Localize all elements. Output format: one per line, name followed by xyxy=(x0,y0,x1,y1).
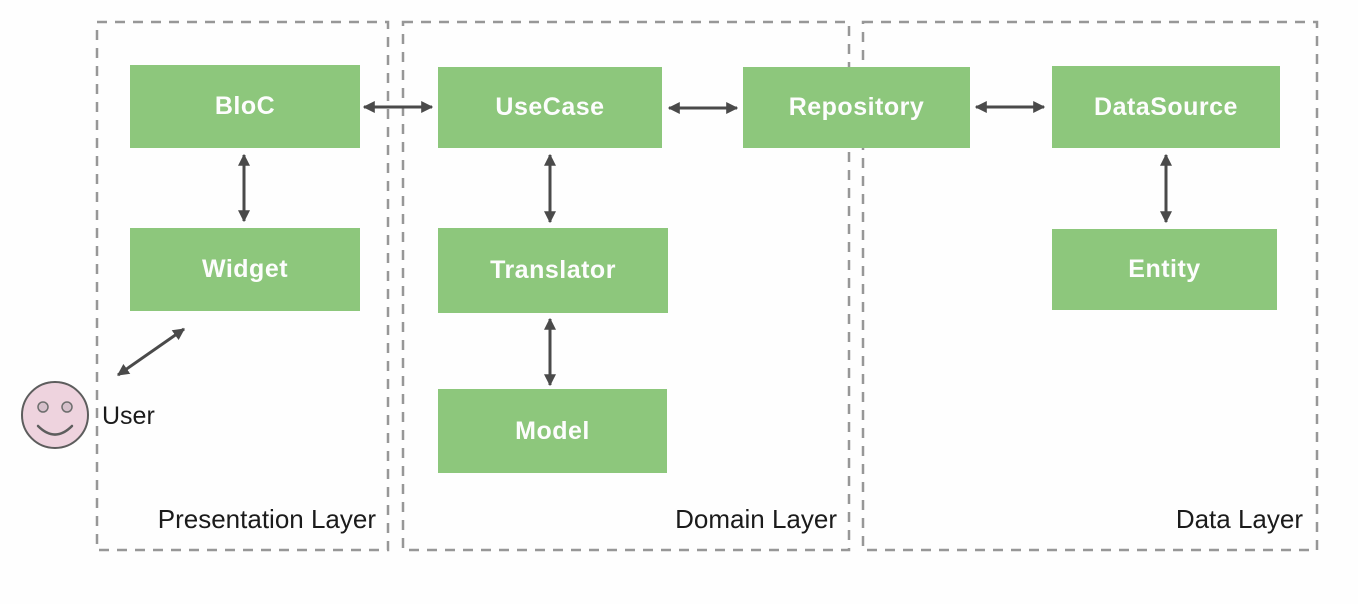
domain-layer-border xyxy=(401,20,851,552)
user-face-left-eye xyxy=(37,401,49,413)
node-translator: Translator xyxy=(438,228,668,313)
node-widget: Widget xyxy=(130,228,360,311)
node-bloc: BloC xyxy=(130,65,360,148)
user-face-right-eye xyxy=(61,401,73,413)
node-model: Model xyxy=(438,389,667,473)
user-face-icon xyxy=(21,381,89,449)
connector-widget-user xyxy=(117,327,185,377)
node-usecase: UseCase xyxy=(438,67,662,148)
presentation-layer-label: Presentation Layer xyxy=(157,504,376,534)
data-layer-label: Data Layer xyxy=(1175,504,1303,534)
user-face-outline xyxy=(21,381,89,449)
user-label: User xyxy=(102,402,155,430)
domain-layer-label: Domain Layer xyxy=(675,504,837,534)
node-entity: Entity xyxy=(1052,229,1277,310)
user-face-smile xyxy=(36,424,74,436)
node-datasource: DataSource xyxy=(1052,66,1280,148)
presentation-layer-border xyxy=(95,20,390,552)
data-layer-border xyxy=(861,20,1319,552)
node-repository: Repository xyxy=(743,67,970,148)
